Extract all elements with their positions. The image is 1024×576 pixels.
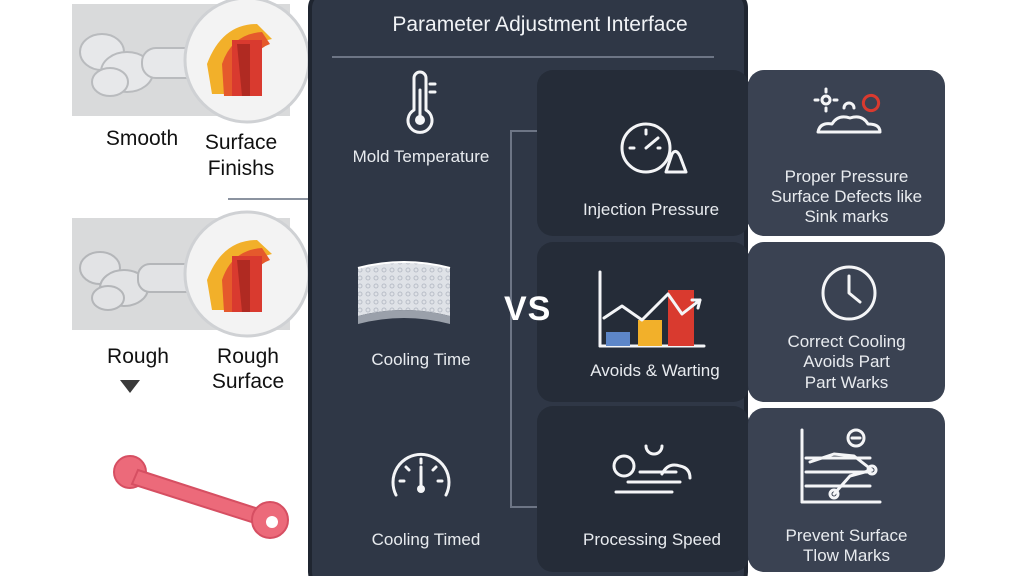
mold-temperature-label: Mold Temperature bbox=[352, 147, 490, 166]
vs-label: VS bbox=[504, 290, 552, 328]
mesh-slab-icon bbox=[356, 258, 452, 333]
injection-pressure-card[interactable] bbox=[537, 70, 749, 236]
avoids-warting-label: Avoids & Warting bbox=[590, 361, 720, 380]
down-arrow-icon bbox=[120, 380, 140, 393]
line-graph-icon bbox=[794, 426, 884, 511]
molded-part-image bbox=[108, 448, 298, 548]
connector-line bbox=[228, 198, 320, 200]
processing-speed-card[interactable] bbox=[537, 406, 749, 572]
smooth-sample-image bbox=[72, 0, 311, 124]
pressure-advice-line2: Surface Defects like bbox=[770, 187, 923, 206]
pressure-advice-line1: Proper Pressure bbox=[784, 167, 909, 186]
cooling-advice-line1: Correct Cooling bbox=[787, 332, 906, 351]
cooling-time-label: Cooling Time bbox=[371, 350, 471, 369]
rough-surface-label-line1: Rough bbox=[217, 345, 279, 368]
panel-title: Parameter Adjustment Interface bbox=[392, 13, 688, 36]
speed-motion-icon bbox=[606, 438, 698, 507]
flow-marks-advice-line2: Tlow Marks bbox=[803, 546, 890, 565]
tree-line-vertical bbox=[510, 130, 512, 508]
injection-pressure-label: Injection Pressure bbox=[582, 200, 720, 219]
tree-line-bottom bbox=[510, 506, 540, 508]
rough-surface-label-line2: Surface bbox=[211, 370, 285, 393]
flow-marks-advice-card[interactable] bbox=[748, 408, 945, 572]
title-divider bbox=[332, 56, 714, 58]
weather-cloud-icon bbox=[812, 86, 888, 149]
surface-finish-label-line2: Finishs bbox=[207, 157, 275, 180]
thermometer-icon bbox=[400, 70, 440, 141]
flow-marks-advice-line1: Prevent Surface bbox=[785, 526, 908, 545]
smooth-label: Smooth bbox=[105, 127, 179, 150]
pressure-advice-card[interactable] bbox=[748, 70, 945, 236]
bar-chart-icon bbox=[592, 268, 710, 357]
tree-line-top bbox=[510, 130, 540, 132]
rough-sample-image bbox=[72, 210, 311, 338]
surface-finish-label-line1: Surface bbox=[204, 131, 278, 154]
cooling-advice-line2: Avoids Part bbox=[803, 352, 890, 371]
pressure-gauge-icon bbox=[616, 118, 696, 185]
gauge-icon bbox=[386, 445, 456, 510]
clock-icon bbox=[818, 262, 880, 329]
cooling-timed-label: Cooling Timed bbox=[371, 530, 481, 549]
processing-speed-label: Processing Speed bbox=[583, 530, 721, 549]
pressure-advice-line3: Sink marks bbox=[804, 207, 889, 226]
cooling-advice-card[interactable] bbox=[748, 242, 945, 402]
cooling-advice-line3: Part Warks bbox=[804, 373, 889, 392]
rough-label: Rough bbox=[107, 345, 169, 368]
